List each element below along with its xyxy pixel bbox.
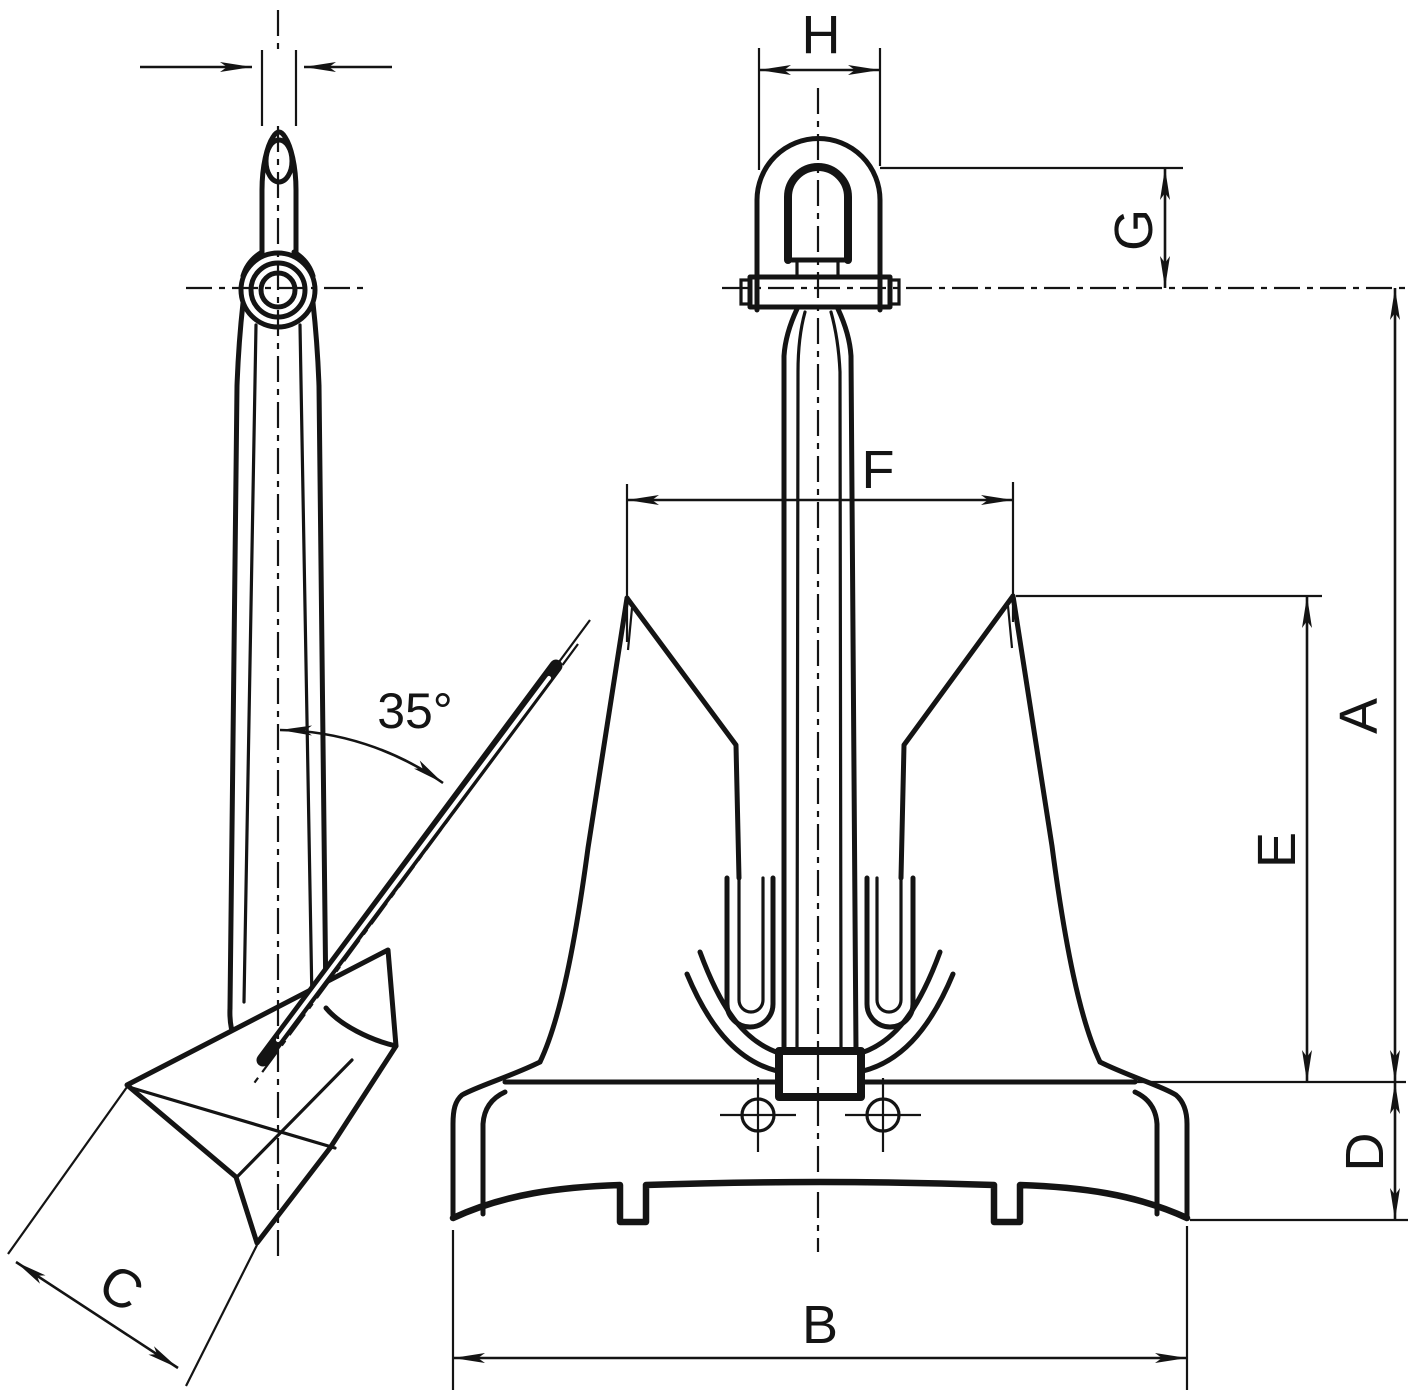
front-crown-sweep-left-2 [684,971,780,1074]
front-fluke-right-outer-edge [1010,593,1103,1065]
angle-label: 35° [377,683,453,739]
front-shackle-pin-body [747,274,893,310]
front-pin-end-left [739,278,752,306]
front-crown-slot-right-inner [875,876,903,1014]
front-crown-slot-left-inner [737,876,765,1014]
front-base-hole-left-crosshair [720,1078,796,1152]
dim-label-f: F [862,440,895,500]
front-crown-slot-left-outer [724,875,776,1030]
dim-c-line [15,1260,179,1370]
side-palm-fold-line-2 [235,1058,354,1179]
front-pin-end-right [888,278,901,306]
front-fluke-right-tip-tick [1006,605,1014,649]
side-palm-outline [124,947,399,1246]
front-view: H G F A E D B [449,5,1408,1390]
front-crown-slot-right-outer [864,875,916,1030]
dim-label-a: A [1329,698,1389,734]
side-shank-inner-right [298,323,314,1004]
front-wing-left-outer [450,1059,543,1221]
front-shank-edge-left [781,306,800,1054]
front-crown-block [775,1047,865,1101]
front-base-hole-right-crosshair [845,1078,921,1152]
front-crown-sweep-right-2 [860,971,956,1074]
side-palm-fold-line-1 [130,1086,337,1150]
front-shank-edge-right [835,306,859,1054]
side-shank-edge-right [310,300,329,1011]
front-fluke-left-tip-tick [626,607,634,651]
front-wing-right-outer [1097,1059,1190,1221]
dim-c-ext-2 [185,1244,258,1387]
dim-label-h: H [802,5,841,65]
side-shank-edge-left [227,300,246,1011]
side-palm-crown-join [323,1005,399,1049]
front-shank-head-sides [795,258,840,279]
side-fluke-blade-slit [276,676,551,1042]
dim-c-ext-1 [7,1086,128,1255]
dim-label-d: D [1335,1133,1395,1172]
dim-label-c: C [89,1253,153,1324]
front-base-bottom-edge [449,1178,1191,1226]
dim-label-g: G [1104,209,1164,251]
front-fluke-left-inner-edge [624,595,742,881]
side-fluke-axis-extension [555,619,591,667]
front-fluke-right-inner-edge [898,593,1016,881]
dim-label-b: B [802,1295,838,1355]
front-crown-sweep-right-1 [858,949,943,1056]
side-view: 35° C [7,10,591,1387]
dim-label-e: E [1247,832,1307,868]
front-wing-right-inner [1132,1089,1160,1217]
front-crown-sweep-left-1 [697,949,782,1056]
front-shank-inner-left [795,310,807,1050]
front-shank-inner-right [829,310,843,1050]
front-wing-left-inner [480,1089,508,1217]
angle-arc [279,725,444,785]
side-shank-inner-left [242,323,258,1004]
front-fluke-left-outer-edge [537,595,630,1065]
